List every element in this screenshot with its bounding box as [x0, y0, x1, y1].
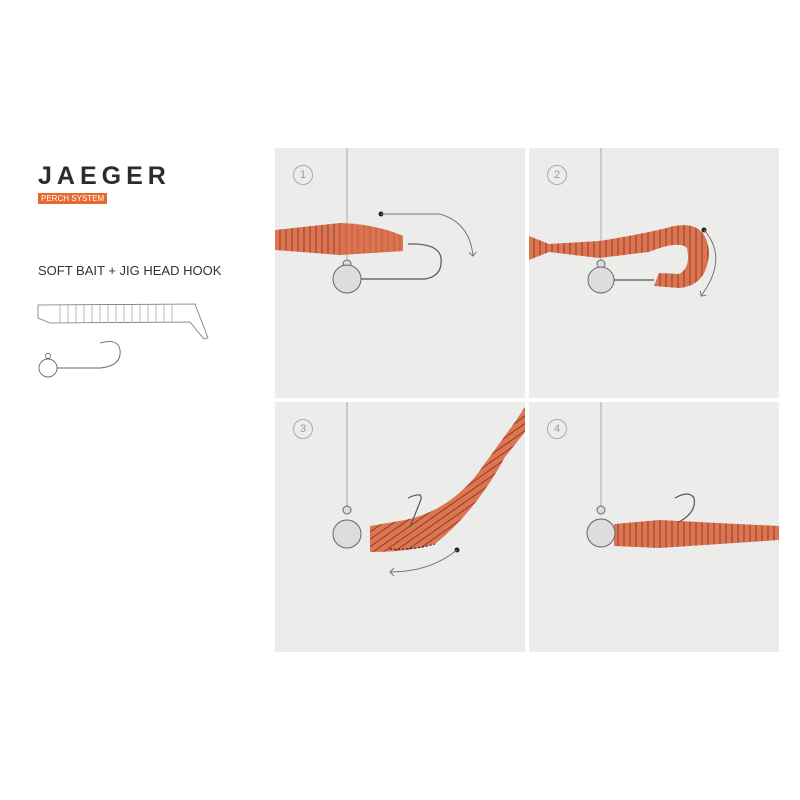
- direction-arrow: [701, 229, 717, 296]
- jig-head: [586, 518, 616, 548]
- direction-arrow: [390, 549, 458, 572]
- soft-bait: [529, 225, 709, 288]
- soft-bait: [370, 407, 525, 552]
- hook: [361, 243, 442, 280]
- jig-head: [332, 519, 362, 549]
- soft-bait-outline: [37, 303, 209, 340]
- jig-head: [332, 264, 362, 294]
- soft-bait: [614, 520, 779, 548]
- bait-and-hook-illustration: [37, 303, 209, 378]
- step-4-panel: 4: [529, 402, 779, 652]
- hook: [407, 494, 422, 528]
- hook-point: [674, 493, 696, 523]
- step-2-panel: 2: [529, 148, 779, 398]
- step-number: 4: [547, 419, 567, 439]
- step-3-panel: 3: [275, 402, 525, 652]
- step-number: 3: [293, 419, 313, 439]
- subtitle: SOFT BAIT + JIG HEAD HOOK: [38, 263, 222, 278]
- jig-head-hook-outline: [38, 341, 121, 378]
- brand-badge: PERCH SYSTEM: [38, 193, 108, 204]
- brand-logo: JAEGER: [38, 162, 171, 190]
- step-number: 2: [547, 165, 567, 185]
- direction-arrow: [381, 213, 473, 256]
- step-1-panel: 1: [275, 148, 525, 398]
- step-number: 1: [293, 165, 313, 185]
- jig-head: [587, 266, 615, 294]
